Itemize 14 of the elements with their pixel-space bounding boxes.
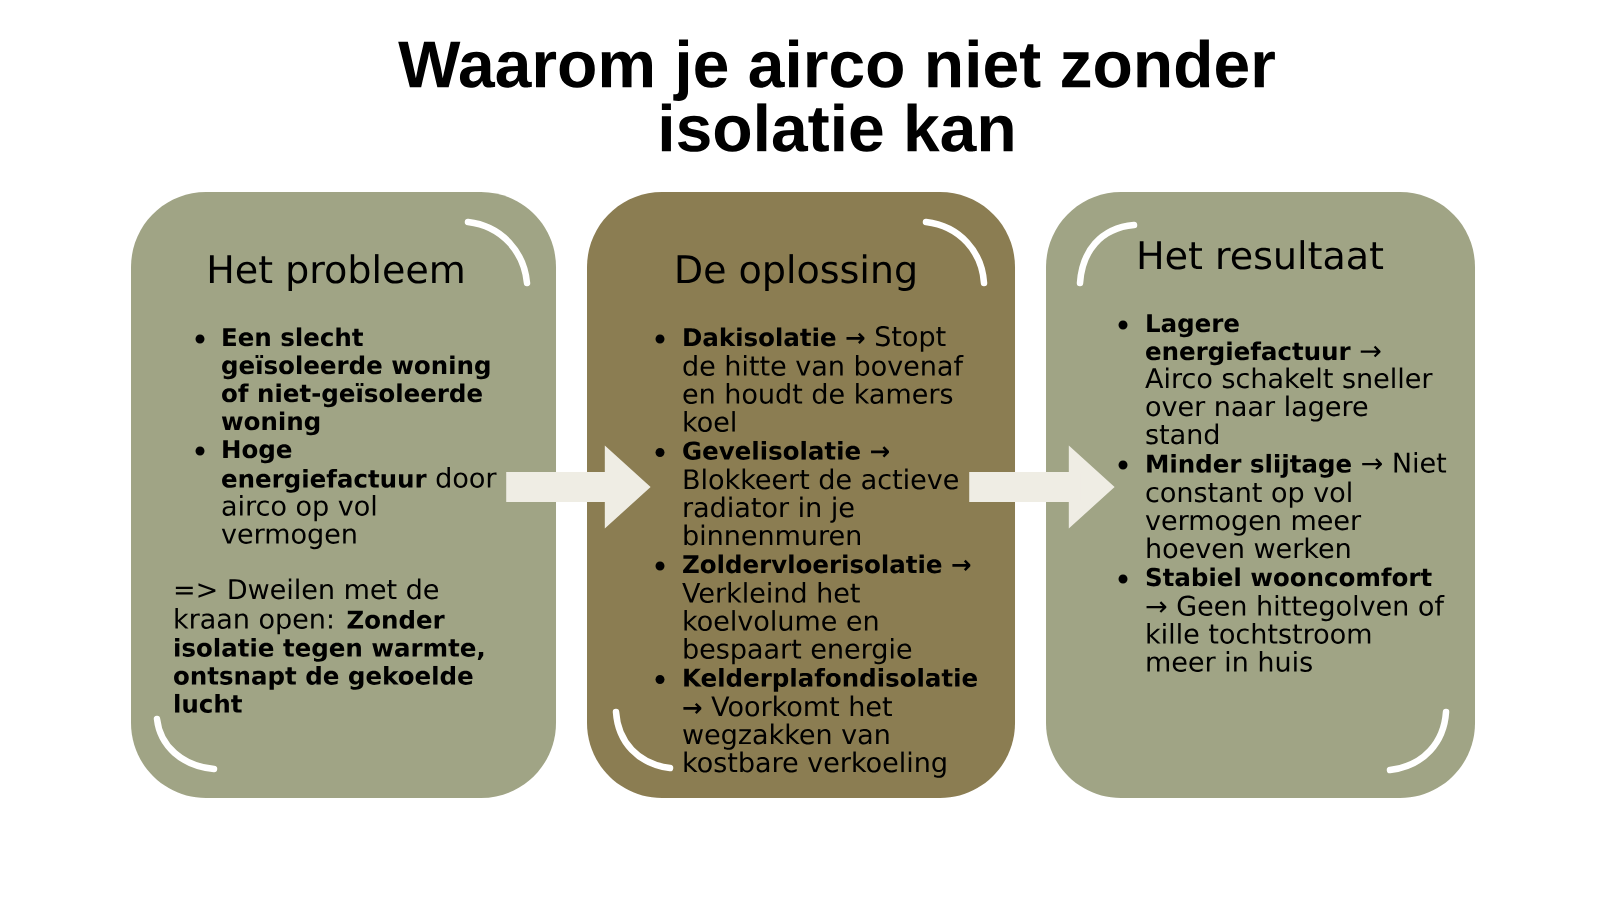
bullet-text: Zoldervloerisolatie → Verkleind het koelvolume en bespaart energie xyxy=(682,554,971,665)
title: Waarom je airco niet zonder isolatie kan xyxy=(398,39,1275,152)
bullet-text: Kelderplafondisolatie → Voorkomt het wegzakken van kostbare verkoeling xyxy=(683,668,977,778)
bullet-text: Een slecht geïsoleerde woning of niet-geïsoleerde woning xyxy=(221,327,490,436)
bullet-text: Hoge energiefactuur door airco op vol vermogen xyxy=(221,440,497,550)
bullet-text: Minder slijtage → Niet constant op vol vermogen meer hoeven werken xyxy=(1145,452,1447,559)
note-text: => Dweilen met de kraan open: Zonder isolatie tegen warmte, ontsnapt de gekoelde lucht xyxy=(174,578,484,713)
bullet-text: Gevelisolatie → Blokkeert de actieve radiator in je binnenmuren xyxy=(683,440,958,546)
card-heading: Het probleem xyxy=(209,254,463,291)
bullet-text: Stabiel wooncomfort → Geen hittegolven of kille tochtstroom meer in huis xyxy=(1146,567,1445,672)
bullet-text: Dakisolatie → Stopt de hitte van bovenaf en houdt de kamers koel xyxy=(683,326,964,432)
card-heading: De oplossing xyxy=(677,254,915,291)
bullet-text: Lagere energiefactuur → Airco schakelt sneller over naar lagere stand xyxy=(1145,314,1433,445)
card-heading: Het resultaat xyxy=(1139,240,1384,270)
